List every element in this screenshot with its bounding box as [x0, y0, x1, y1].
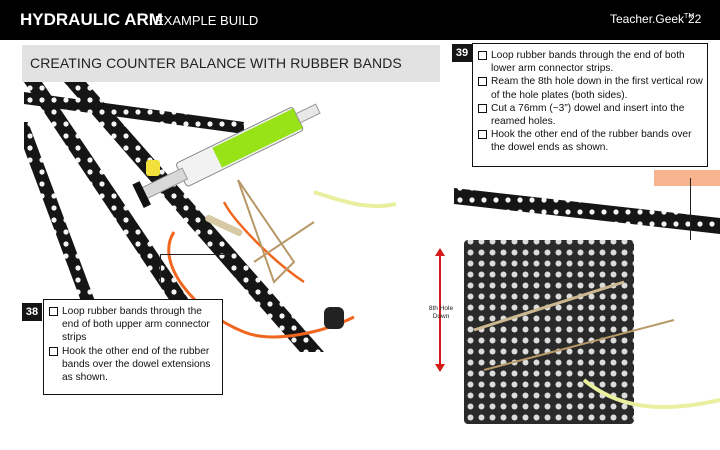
step-38-item: Hook the other end of the rubber bands o…: [49, 345, 218, 385]
document-subtitle: EXAMPLE BUILD: [155, 13, 259, 28]
hole-measure-arrow: [432, 248, 448, 372]
page-number: 22: [688, 12, 702, 26]
document-title: HYDRAULIC ARM: [20, 10, 163, 29]
header-bar: HYDRAULIC ARM EXAMPLE BUILD Teacher.Geek…: [0, 0, 720, 40]
hole-annotation: 8th Hole Down: [424, 305, 458, 321]
checkbox-icon[interactable]: [49, 346, 58, 356]
section-header: CREATING COUNTER BALANCE WITH RUBBER BAN…: [22, 45, 440, 82]
checkbox-icon[interactable]: [478, 51, 487, 60]
callout-line: [690, 178, 691, 240]
callout-line: [160, 254, 230, 255]
brand-name: Teacher.GeekTM: [610, 12, 695, 26]
step-39-item: Loop rubber bands through the end of bot…: [478, 49, 703, 75]
checkbox-icon[interactable]: [478, 77, 487, 87]
lower-arm-illustration: [454, 170, 720, 424]
step-38-badge: 38: [22, 303, 42, 321]
step-39-badge: 39: [452, 44, 472, 62]
trademark-mark: TM: [684, 13, 695, 20]
step-38-item: Loop rubber bands through the end of bot…: [49, 305, 218, 345]
checkbox-icon[interactable]: [49, 307, 58, 316]
step-39-item: Ream the 8th hole down in the first vert…: [478, 75, 703, 101]
upper-arm-illustration: [24, 82, 397, 352]
checkbox-icon[interactable]: [478, 130, 487, 140]
step-39-card: Loop rubber bands through the end of bot…: [472, 43, 708, 167]
checkbox-icon[interactable]: [478, 103, 487, 113]
step-39-item: Cut a 76mm (~3”) dowel and insert into t…: [478, 102, 703, 128]
step-38-card: Loop rubber bands through the end of bot…: [43, 299, 223, 395]
hole-annotation-line2: Down: [432, 313, 450, 320]
section-title: CREATING COUNTER BALANCE WITH RUBBER BAN…: [30, 55, 402, 71]
lower-arm-photo: [454, 170, 720, 424]
callout-line: [160, 254, 161, 284]
hole-annotation-line1: 8th Hole: [428, 305, 454, 312]
step-39-item: Hook the other end of the rubber bands o…: [478, 128, 703, 154]
